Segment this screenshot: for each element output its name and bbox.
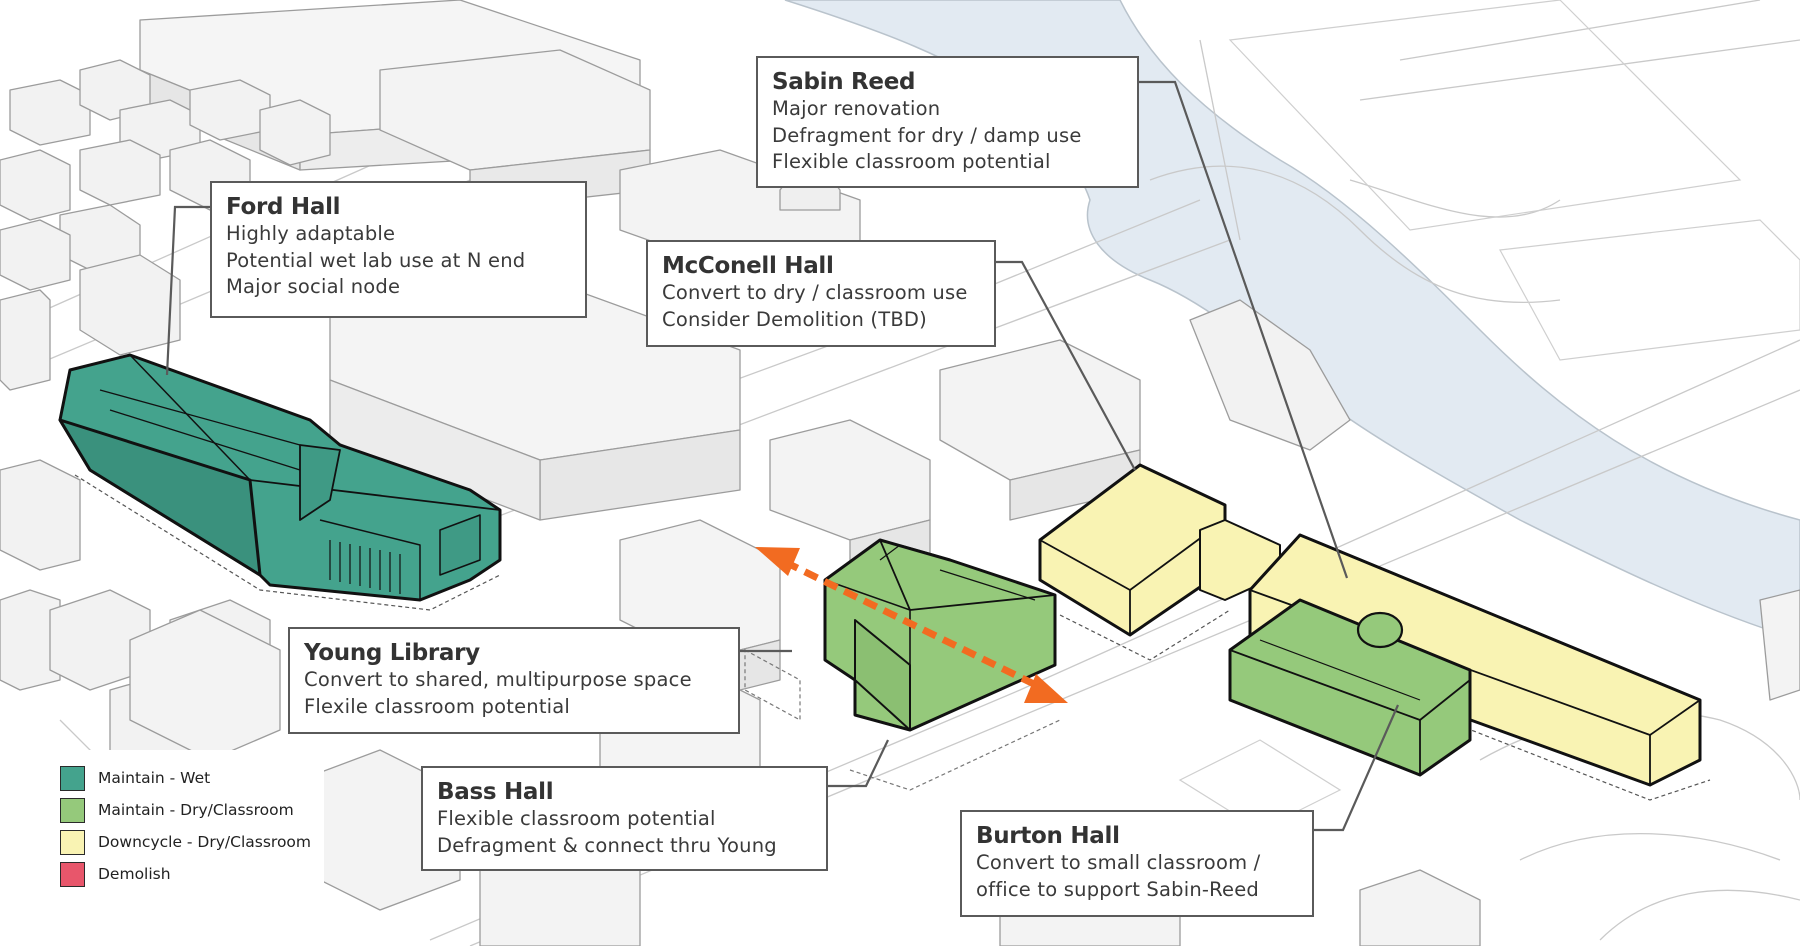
legend-item-maintain-wet: Maintain - Wet	[60, 762, 324, 794]
legend-label-wet: Maintain - Wet	[98, 769, 211, 787]
leader-lines	[165, 80, 1400, 832]
legend-swatch-downcycle	[60, 829, 85, 855]
sabin-reed-title: Sabin Reed	[772, 69, 916, 95]
ford-hall-callout: Ford Hall Highly adaptable Potential wet…	[210, 181, 587, 318]
bass-hall-title: Bass Hall	[437, 779, 554, 805]
bass-hall-line-2: Defragment & connect thru Young	[437, 833, 777, 857]
ford-hall-building	[58, 353, 502, 602]
legend-item-demolish: Demolish	[60, 858, 324, 890]
legend: Maintain - Wet Maintain - Dry/Classroom …	[46, 750, 324, 915]
mcconell-hall-callout: McConell Hall Convert to dry / classroom…	[646, 240, 996, 347]
legend-item-downcycle: Downcycle - Dry/Classroom	[60, 826, 324, 858]
sabin-reed-line-2: Defragment for dry / damp use	[772, 123, 1082, 147]
burton-hall-building	[1228, 598, 1472, 777]
burton-hall-title: Burton Hall	[976, 823, 1120, 849]
burton-hall-line-1: Convert to small classroom /	[976, 851, 1261, 874]
young-library-title: Young Library	[304, 640, 480, 666]
bass-hall-callout: Bass Hall Flexible classroom potential D…	[421, 766, 828, 871]
young-library-building	[823, 538, 1057, 732]
legend-swatch-demolish	[60, 861, 85, 887]
legend-label-demolish: Demolish	[98, 865, 171, 883]
ford-hall-line-3: Major social node	[226, 275, 401, 298]
sabin-reed-line-3: Flexible classroom potential	[772, 150, 1051, 173]
bass-hall-line-1: Flexible classroom potential	[437, 807, 716, 830]
mcconell-hall-title: McConell Hall	[662, 253, 834, 279]
ford-hall-footprint	[74, 474, 501, 611]
young-library-line-1: Convert to shared, multipurpose space	[304, 668, 692, 691]
mcconell-hall-footprint	[1059, 609, 1231, 661]
legend-swatch-dry	[60, 797, 85, 823]
young-library-line-2: Flexile classroom potential	[304, 694, 571, 718]
legend-label-dry: Maintain - Dry/Classroom	[98, 801, 294, 819]
mcconell-hall-line-1: Convert to dry / classroom use	[662, 281, 968, 304]
legend-label-downcycle: Downcycle - Dry/Classroom	[98, 833, 312, 851]
legend-swatch-wet	[60, 765, 85, 791]
burton-hall-callout: Burton Hall Convert to small classroom /…	[960, 810, 1314, 917]
ford-hall-line-1: Highly adaptable	[226, 222, 396, 245]
mcconell-hall-building	[1038, 463, 1281, 637]
ford-hall-line-2: Potential wet lab use at N end	[226, 248, 526, 272]
sabin-reed-line-1: Major renovation	[772, 97, 941, 120]
connection-arrow-icon	[755, 547, 1068, 703]
burton-hall-line-2: office to support Sabin-Reed	[976, 877, 1259, 901]
ford-hall-title: Ford Hall	[226, 194, 341, 220]
sabin-reed-footprint	[1419, 709, 1711, 801]
young-library-callout: Young Library Convert to shared, multipu…	[288, 627, 740, 734]
mcconell-hall-line-2: Consider Demolition (TBD)	[662, 307, 927, 331]
sabin-reed-callout: Sabin Reed Major renovation Defragment f…	[756, 56, 1139, 188]
legend-item-maintain-dry: Maintain - Dry/Classroom	[60, 794, 324, 826]
